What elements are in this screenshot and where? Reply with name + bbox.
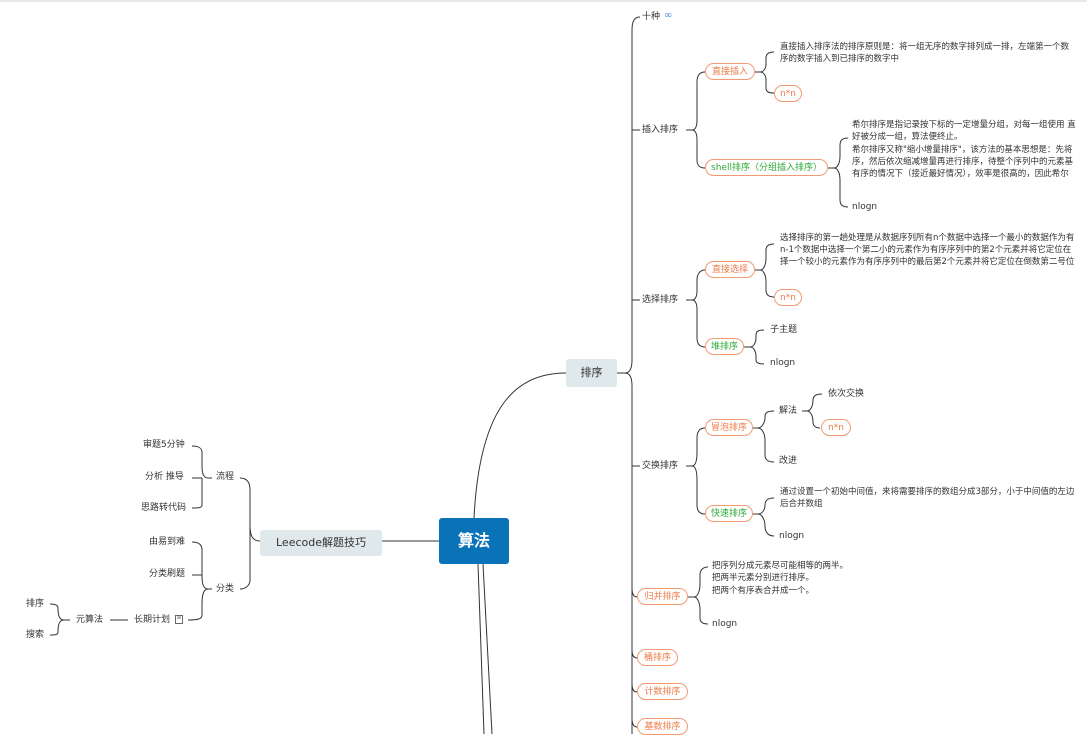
brace-insertion <box>686 71 706 169</box>
connector-radix <box>631 717 638 728</box>
brace-direct-selection <box>755 243 775 298</box>
brace-direct-insertion <box>755 51 775 94</box>
shell-sort-node[interactable]: shell排序（分组插入排序） <box>705 159 828 176</box>
quick-complexity[interactable]: nlogn <box>779 531 805 541</box>
shell-complexity[interactable]: nlogn <box>852 202 878 212</box>
brace-meta <box>49 603 70 636</box>
direct-insertion-desc-2: 序的数字插入到已排序的数字中 <box>780 54 900 64</box>
direct-insertion-complexity[interactable]: n*n <box>774 85 802 102</box>
merge-sort-node[interactable]: 归并排序 <box>637 588 688 605</box>
bubble-sort-node[interactable]: 冒泡排序 <box>705 419 753 436</box>
insertion-sort-node[interactable]: 插入排序 <box>642 125 679 135</box>
link-icon[interactable]: ∞ <box>664 10 673 21</box>
direct-selection-desc-1: 选择排序的第一趟处理是从数据序列所有n个数据中选择一个最小的数据作为有 <box>780 233 1075 243</box>
heap-sort-node[interactable]: 堆排序 <box>705 338 744 355</box>
shell-desc-1: 希尔排序是指记录按下标的一定增量分组，对每一组使用 直 <box>852 120 1076 130</box>
quick-sort-node[interactable]: 快速排序 <box>705 505 753 522</box>
bubble-solution-node[interactable]: 解法 <box>779 406 798 416</box>
sort-node[interactable]: 排序 <box>566 359 617 387</box>
brace-shell <box>828 137 849 208</box>
connector-leecode-cat <box>239 525 251 590</box>
ten-kinds-node[interactable]: 十种 <box>642 12 661 22</box>
brace-merge <box>688 566 709 625</box>
process-item-review[interactable]: 审题5分钟 <box>143 440 185 450</box>
brace-bubble <box>753 410 775 463</box>
bubble-solution-swap[interactable]: 依次交换 <box>828 389 865 399</box>
direct-selection-desc-2: n-1个数据中选择一个第二小的元素作为有序序列中的第2个元素并将它定位在 <box>780 245 1072 255</box>
merge-complexity[interactable]: nlogn <box>712 619 738 629</box>
brace-solution <box>802 393 823 429</box>
process-item-code[interactable]: 思路转代码 <box>141 503 187 513</box>
process-item-analysis[interactable]: 分析 推导 <box>145 472 184 482</box>
bucket-sort-node[interactable]: 桶排序 <box>637 649 678 666</box>
connector-root-down-2 <box>482 563 493 734</box>
connector-root-down-1 <box>477 563 485 734</box>
shell-desc-4: 序，然后依次缩减增量再进行排序，待整个序列中的元素基 <box>852 157 1074 167</box>
leecode-node[interactable]: Leecode解题技巧 <box>260 530 382 556</box>
connector-bucket <box>631 649 638 659</box>
connector-root-sort <box>473 372 567 519</box>
quick-desc-1: 通过设置一个初始中间值，来将需要排序的数组分成3部分，小于中间值的左边 <box>780 487 1075 497</box>
direct-selection-desc-3: 择一个较小的元素作为有序序列中的最后第2个元素并将它定位在倒数第二号位 <box>780 257 1075 267</box>
direct-insertion-desc-1: 直接插入排序法的排序原则是：将一组无序的数字排列成一排，左端第一个数 <box>780 42 1070 52</box>
category-item-topic[interactable]: 分类刷题 <box>149 569 186 579</box>
shell-desc-5: 有序的情况下（接近最好情况），效率是很高的，因此希尔 <box>852 169 1069 179</box>
shell-desc-2: 好被分成一组，算法便终止。 <box>852 132 963 142</box>
meta-item-sort[interactable]: 排序 <box>26 599 45 609</box>
long-plan-node[interactable]: 长期计划 <box>134 615 171 625</box>
exchange-sort-node[interactable]: 交换排序 <box>642 461 679 471</box>
selection-sort-node[interactable]: 选择排序 <box>642 295 679 305</box>
direct-selection-node[interactable]: 直接选择 <box>705 261 755 278</box>
heap-complexity[interactable]: nlogn <box>770 358 796 368</box>
quick-desc-2: 后合并数组 <box>780 499 823 509</box>
note-icon[interactable]: ≡ <box>175 615 183 624</box>
connector-merge <box>631 587 638 598</box>
brace-process <box>191 445 212 509</box>
merge-desc-3: 把两个有序表合并成一个。 <box>712 586 815 596</box>
category-node[interactable]: 分类 <box>216 584 235 594</box>
connector-leecode-trunk <box>239 477 261 542</box>
bubble-complexity[interactable]: n*n <box>821 419 851 436</box>
brace-quick <box>753 497 775 537</box>
direct-insertion-node[interactable]: 直接插入 <box>705 63 755 80</box>
bubble-improve[interactable]: 改进 <box>779 456 798 466</box>
root-node[interactable]: 算法 <box>439 518 509 564</box>
brace-category <box>187 541 212 621</box>
brace-heap <box>744 329 765 365</box>
merge-desc-1: 把序列分成元素尽可能相等的两半。 <box>712 561 849 571</box>
top-divider <box>0 0 1087 2</box>
connector-counting <box>631 683 638 693</box>
shell-desc-3: 希尔排序又称"缩小增量排序"，该方法的基本思想是：先将 <box>852 145 1073 155</box>
meta-item-search[interactable]: 搜索 <box>26 630 45 640</box>
radix-sort-node[interactable]: 基数排序 <box>637 718 688 735</box>
direct-selection-complexity[interactable]: n*n <box>774 289 802 306</box>
brace-exchange <box>686 427 706 515</box>
merge-desc-2: 把两半元素分别进行排序。 <box>712 573 815 583</box>
connector-sort-trunk-down <box>624 372 633 734</box>
process-node[interactable]: 流程 <box>216 472 235 482</box>
category-item-easy[interactable]: 由易到难 <box>149 537 186 547</box>
counting-sort-node[interactable]: 计数排序 <box>637 683 688 700</box>
meta-algorithm-node[interactable]: 元算法 <box>76 615 104 625</box>
brace-selection <box>686 269 706 348</box>
heap-subtopic[interactable]: 子主题 <box>770 325 798 335</box>
connector-sort-trunk <box>617 16 641 374</box>
